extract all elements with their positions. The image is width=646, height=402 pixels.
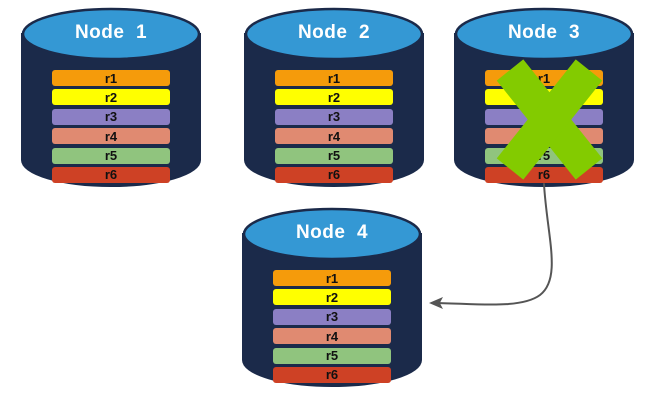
row-bar-r4[interactable]: r4 — [273, 328, 391, 345]
row-bar-r2[interactable]: r2 — [275, 89, 393, 106]
row-bar-r2[interactable]: r2 — [485, 89, 603, 106]
row-list: r1 r2 r3 r4 r5 r6 — [22, 70, 200, 183]
row-list: r1 r2 r3 r4 r5 r6 — [243, 270, 421, 383]
row-bar-r3[interactable]: r3 — [275, 108, 393, 125]
row-bar-r1[interactable]: r1 — [485, 70, 603, 86]
row-bar-r1[interactable]: r1 — [52, 70, 170, 86]
row-bar-r5[interactable]: r5 — [273, 347, 391, 364]
row-bar-r3[interactable]: r3 — [273, 308, 391, 325]
cylinder-top-ellipse — [21, 7, 201, 61]
row-bar-r6[interactable]: r6 — [275, 166, 393, 183]
cylinder-top-ellipse — [454, 7, 634, 61]
row-bar-r6[interactable]: r6 — [52, 166, 170, 183]
row-bar-r4[interactable]: r4 — [275, 128, 393, 145]
row-bar-r5[interactable]: r5 — [275, 147, 393, 164]
cylinder-top-ellipse — [244, 7, 424, 61]
row-bar-r3[interactable]: r3 — [52, 108, 170, 125]
cylinder-top-ellipse — [242, 207, 422, 261]
row-bar-r3[interactable]: r3 — [485, 108, 603, 125]
row-bar-r1[interactable]: r1 — [275, 70, 393, 86]
row-bar-r2[interactable]: r2 — [52, 89, 170, 106]
row-bar-r5[interactable]: r5 — [485, 147, 603, 164]
row-bar-r1[interactable]: r1 — [273, 270, 391, 286]
row-list: r1 r2 r3 r4 r5 r6 — [455, 70, 633, 183]
row-bar-r5[interactable]: r5 — [52, 147, 170, 164]
row-bar-r4[interactable]: r4 — [485, 128, 603, 145]
row-list: r1 r2 r3 r4 r5 r6 — [245, 70, 423, 183]
row-bar-r2[interactable]: r2 — [273, 289, 391, 306]
row-bar-r4[interactable]: r4 — [52, 128, 170, 145]
row-bar-r6[interactable]: r6 — [485, 166, 603, 183]
row-bar-r6[interactable]: r6 — [273, 366, 391, 383]
